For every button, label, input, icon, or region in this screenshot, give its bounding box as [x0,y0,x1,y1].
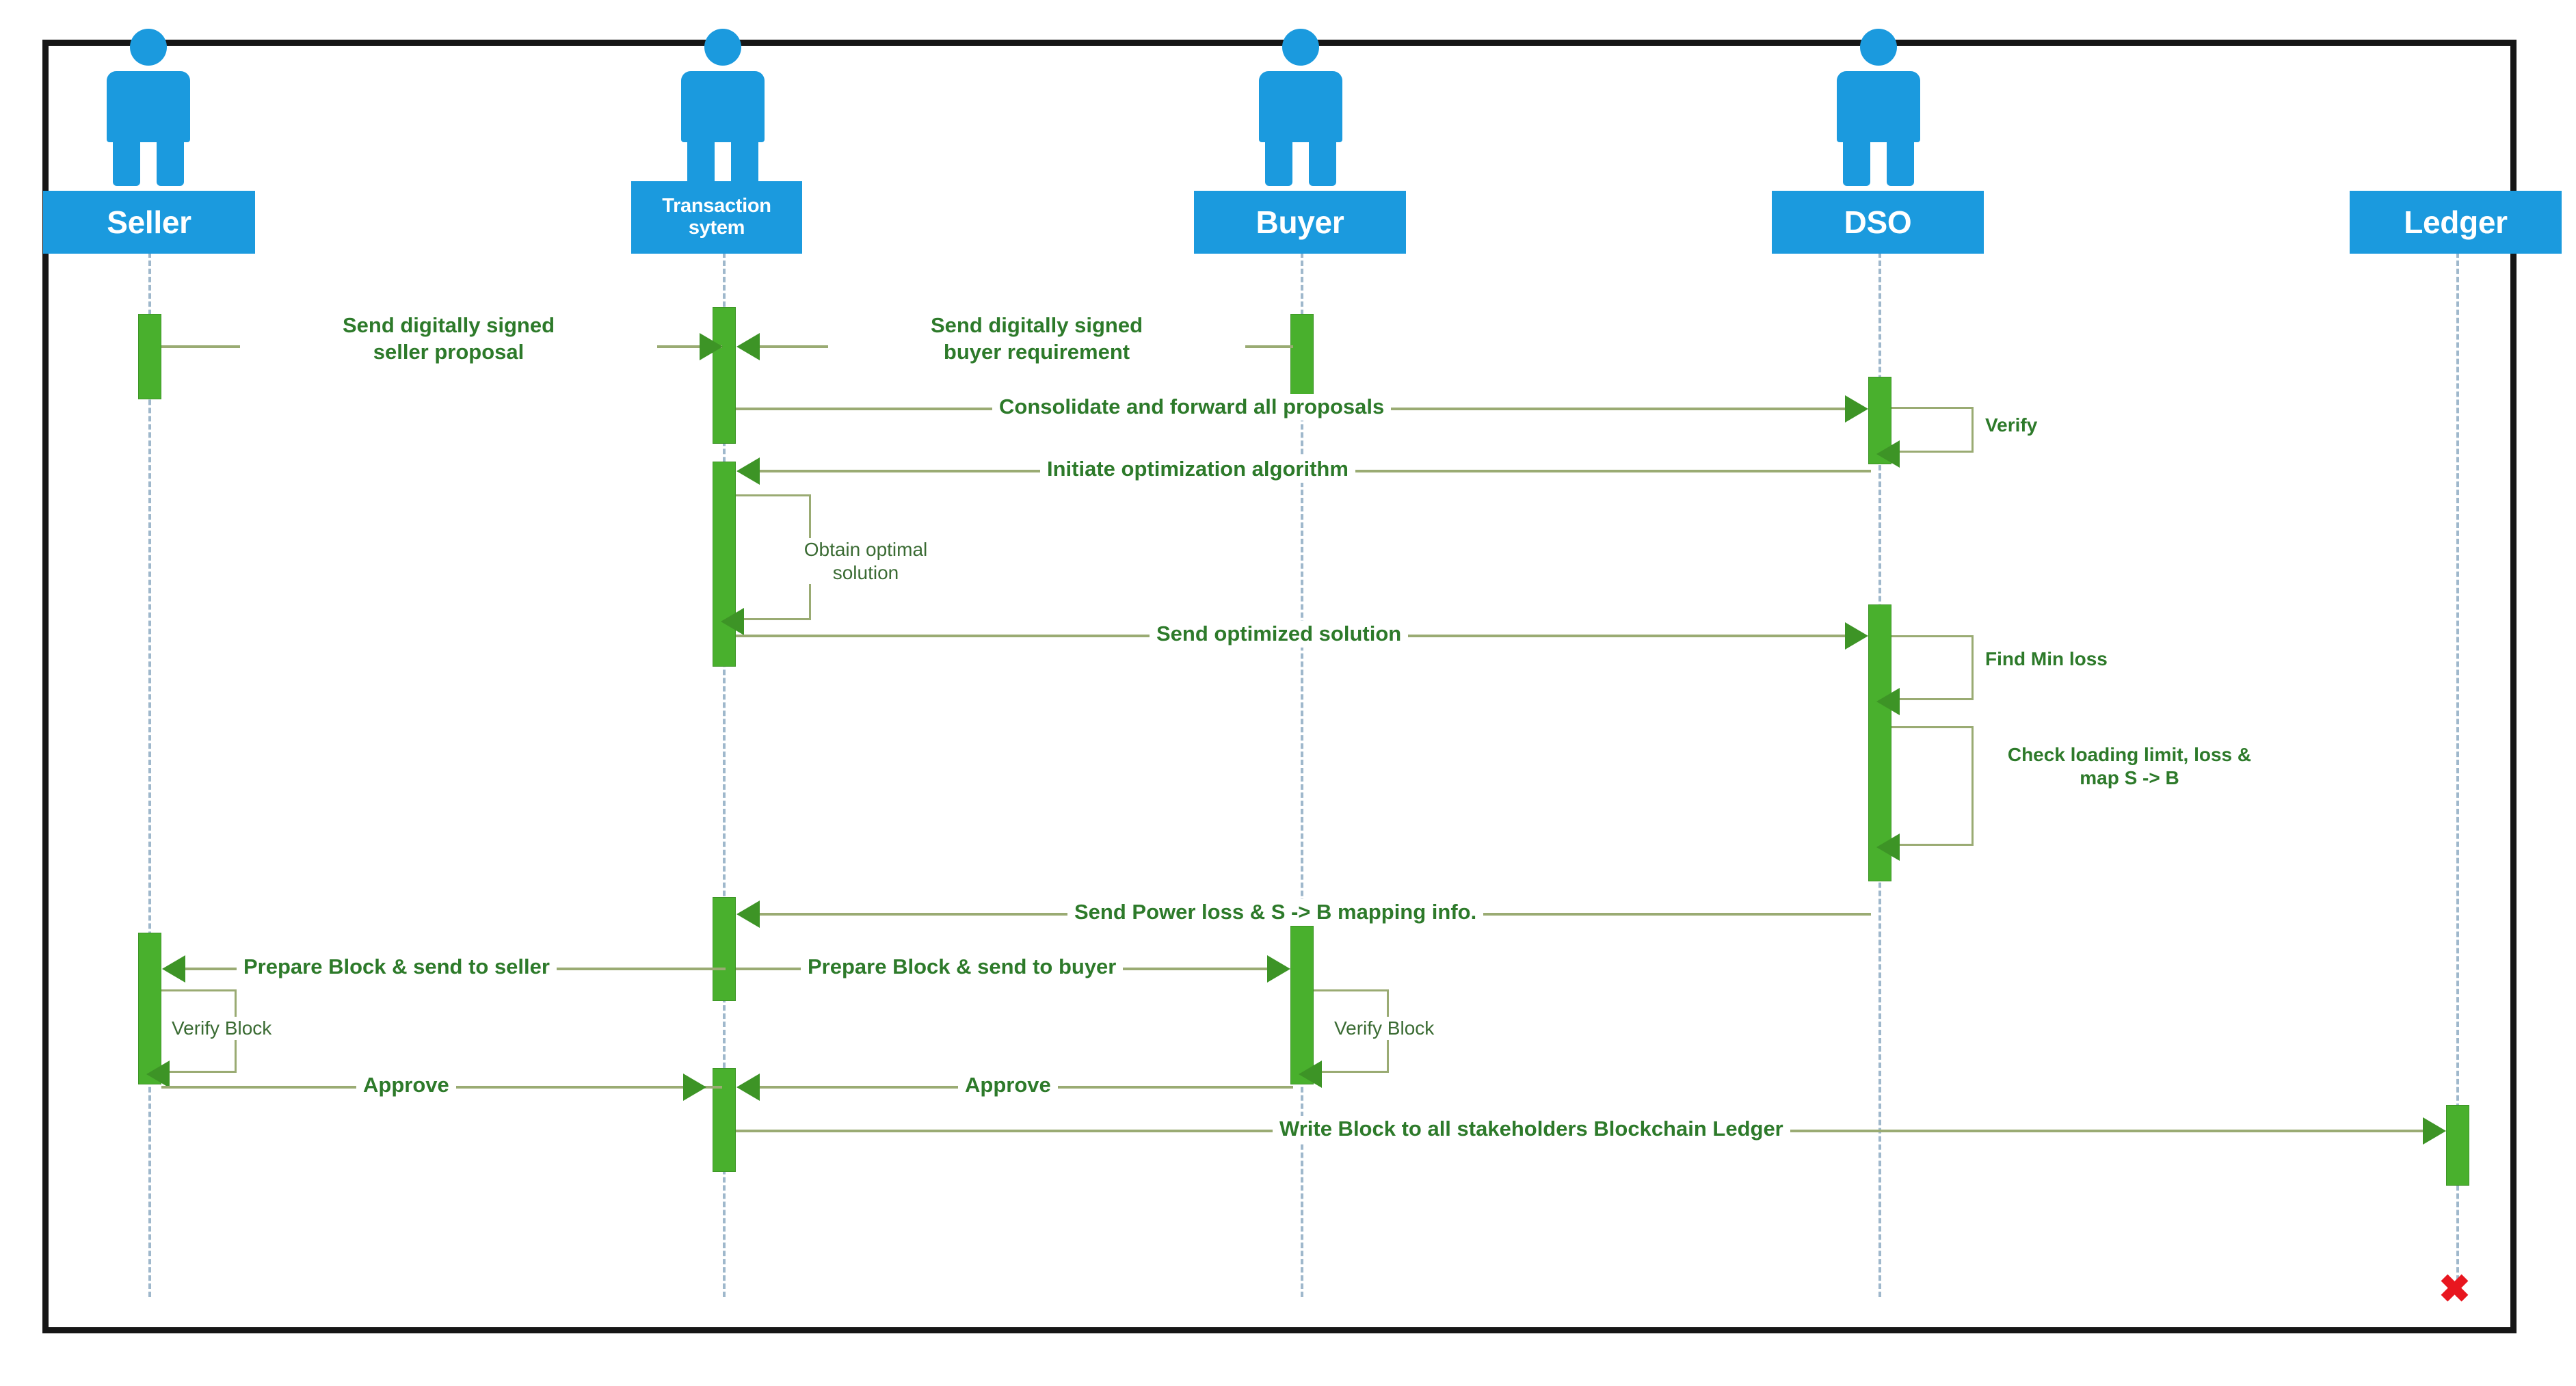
activation-transaction-3 [713,897,736,1001]
message-label-2-line2: buyer requirement [943,339,1130,364]
lifeline-header-ledger[interactable]: Ledger [2350,191,2562,254]
message-arrow-7 [162,955,185,983]
activation-seller-2 [138,933,161,1084]
actor-leg-right-icon [1887,131,1914,186]
actor-head-icon [1282,29,1319,66]
actor-icon-transaction [672,29,774,186]
selfloop-check-loading-limit [1891,726,1974,846]
lifeline-header-transaction-line2: sytem [688,217,745,239]
lifeline-ledger [2456,244,2459,1297]
selfloop-label-obtain-optimal-line1: Obtain optimal [804,539,928,560]
actor-leg-right-icon [157,131,184,186]
activation-transaction-1 [713,307,736,444]
selfloop-arrow-check-loading-limit [1876,834,1900,861]
message-arrow-6 [736,901,760,928]
selfloop-label-obtain-optimal: Obtain optimal solution [791,538,941,585]
selfloop-label-check-loading-limit-line1: Check loading limit, loss & [2007,744,2252,765]
actor-body-icon [1837,71,1920,142]
message-label-10: Approve [958,1072,1058,1099]
actor-head-icon [704,29,741,66]
lifeline-transaction [723,244,726,1297]
message-label-2: Send digitally signed buyer requirement [828,312,1245,366]
message-label-2-line1: Send digitally signed [930,313,1143,337]
selfloop-arrow-obtain-optimal [721,608,744,635]
actor-icon-buyer [1249,29,1352,186]
selfloop-label-find-min-loss: Find Min loss [1985,648,2108,671]
message-label-6: Send Power loss & S -> B mapping info. [1067,899,1484,926]
actor-leg-right-icon [1309,131,1336,186]
lifeline-header-buyer[interactable]: Buyer [1194,191,1406,254]
message-label-1: Send digitally signed seller proposal [240,312,657,366]
message-arrow-8 [1267,955,1290,983]
actor-body-icon [107,71,190,142]
message-arrow-11 [2423,1117,2446,1145]
activation-transaction-4 [713,1068,736,1172]
actor-icon-dso [1827,29,1930,186]
activation-transaction-2 [713,462,736,667]
activation-buyer-1 [1290,314,1314,399]
message-label-11: Write Block to all stakeholders Blockcha… [1273,1116,1790,1143]
message-label-1-line1: Send digitally signed [342,313,555,337]
actor-leg-left-icon [687,131,715,186]
selfloop-label-verify-block-seller: Verify Block [172,1017,272,1040]
actor-icon-seller [97,29,200,186]
message-label-5: Send optimized solution [1150,621,1409,648]
lifeline-buyer [1301,244,1303,1297]
message-label-8: Prepare Block & send to buyer [801,954,1124,981]
selfloop-label-verify-block-buyer: Verify Block [1334,1017,1435,1040]
activation-seller-1 [138,314,161,399]
selfloop-label-check-loading-limit: Check loading limit, loss & map S -> B [1982,743,2276,790]
lifeline-header-transaction[interactable]: Transaction sytem [631,181,802,254]
selfloop-arrow-verify-block-buyer [1299,1061,1322,1088]
lifeline-seller [148,244,151,1297]
actor-leg-left-icon [1843,131,1870,186]
actor-leg-right-icon [731,131,758,186]
lifeline-header-dso[interactable]: DSO [1772,191,1984,254]
message-label-7: Prepare Block & send to seller [237,954,557,981]
actor-body-icon [1259,71,1342,142]
actor-head-icon [1860,29,1897,66]
message-arrow-9 [683,1074,706,1101]
lifeline-header-transaction-line1: Transaction [662,195,771,217]
actor-leg-left-icon [1265,131,1292,186]
message-label-3: Consolidate and forward all proposals [992,394,1392,421]
actor-head-icon [130,29,167,66]
selfloop-label-verify: Verify [1985,414,2038,437]
message-arrow-3 [1845,395,1868,423]
selfloop-find-min-loss [1891,635,1974,700]
message-label-4: Initiate optimization algorithm [1040,456,1355,483]
message-arrow-1 [700,333,723,360]
message-label-9: Approve [356,1072,456,1099]
message-arrow-2 [736,333,760,360]
actor-leg-left-icon [113,131,140,186]
activation-buyer-2 [1290,926,1314,1084]
selfloop-verify [1891,407,1974,453]
lifeline-header-seller[interactable]: Seller [43,191,255,254]
activation-ledger-1 [2446,1105,2469,1186]
selfloop-arrow-find-min-loss [1876,688,1900,715]
message-arrow-4 [736,457,760,485]
message-arrow-5 [1845,622,1868,650]
message-arrow-10 [736,1074,760,1101]
selfloop-arrow-verify [1876,440,1900,468]
selfloop-label-obtain-optimal-line2: solution [832,561,899,583]
destroy-marker-ledger: ✖ [2439,1267,2471,1310]
diagram-frame: Seller Transaction sytem Buyer DSO Ledge… [42,29,2562,1333]
actor-body-icon [681,71,765,142]
message-label-1-line2: seller proposal [373,339,525,364]
selfloop-arrow-verify-block-seller [146,1061,170,1088]
selfloop-label-check-loading-limit-line2: map S -> B [2080,767,2179,788]
